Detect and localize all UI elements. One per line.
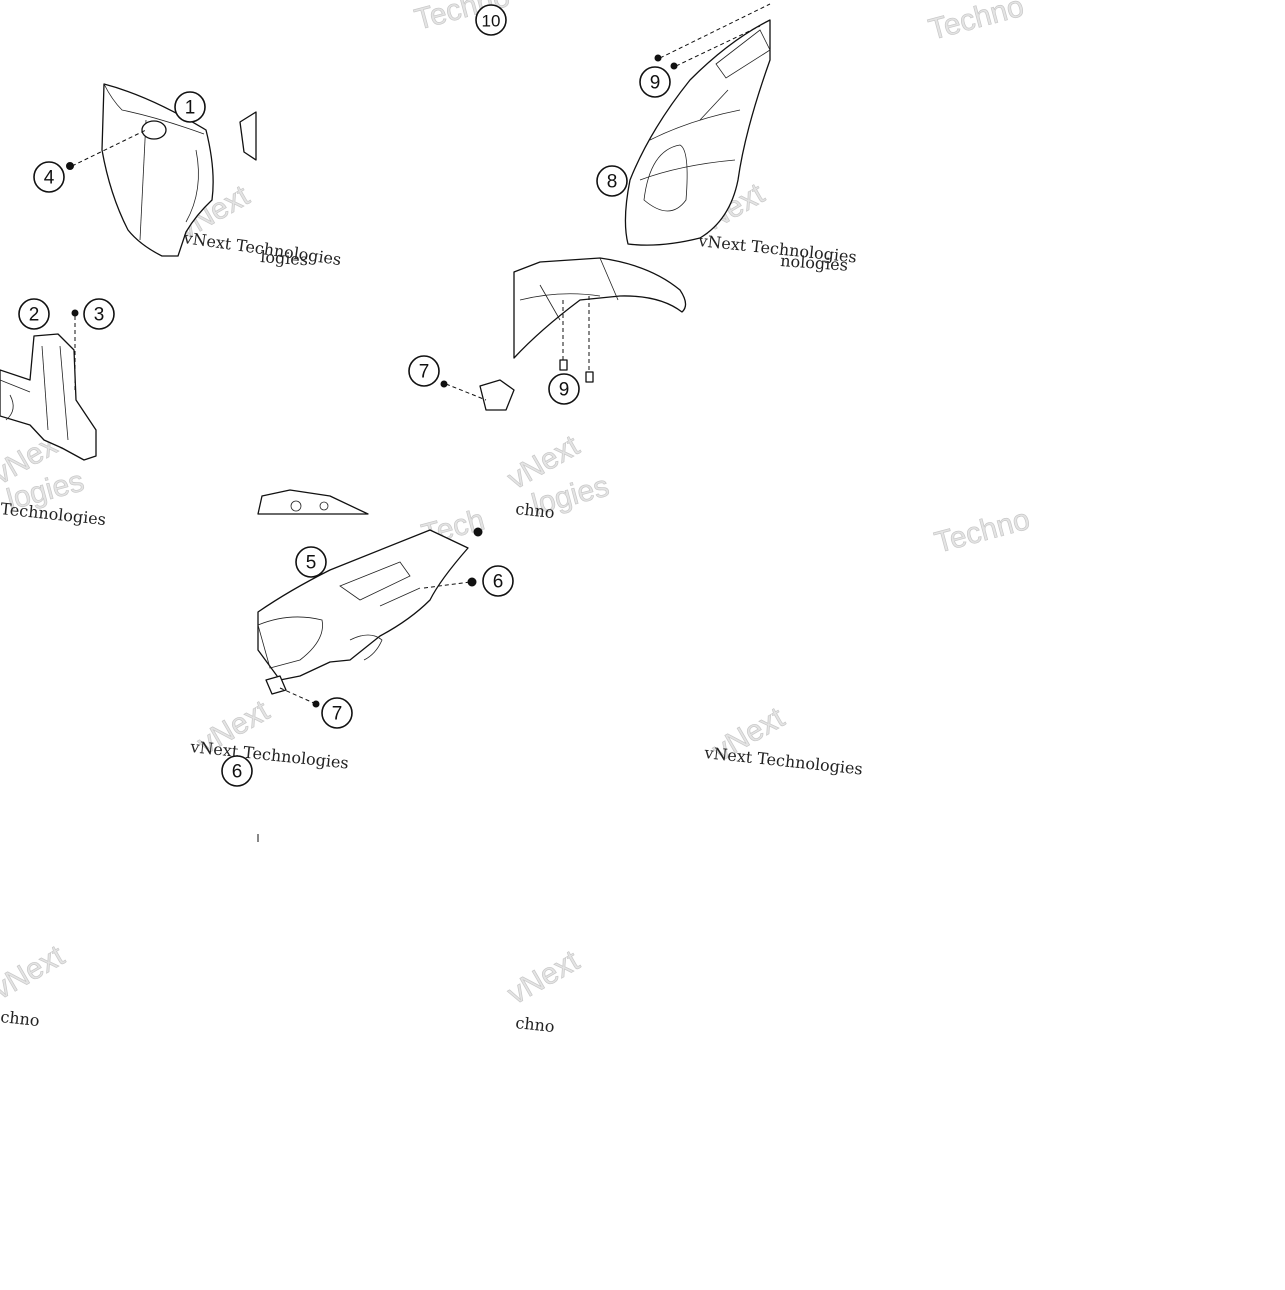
callout-1: 1 — [174, 91, 206, 123]
front-fender-assembly — [440, 257, 687, 411]
svg-text:6: 6 — [232, 762, 243, 783]
rear-seat-section — [257, 529, 469, 681]
number-plate-assembly — [66, 83, 257, 257]
watermark-text: nologies — [780, 251, 849, 275]
watermark-tech: Techno — [931, 503, 1033, 560]
side-cover-assembly — [0, 309, 97, 461]
callout-6: 6 — [482, 565, 514, 597]
svg-text:3: 3 — [94, 305, 105, 326]
callout-7: 7 — [408, 355, 440, 387]
watermark-dark-layer: vNext Technologies logies vNext Technolo… — [0, 228, 864, 1036]
callout-10: 10 — [475, 4, 507, 36]
watermark-text: logies — [260, 247, 309, 269]
watermark-brand: vNext — [0, 939, 70, 1006]
svg-text:10: 10 — [482, 12, 501, 31]
front-fender — [513, 257, 687, 359]
svg-text:2: 2 — [29, 305, 40, 326]
watermark-tech: Techno — [925, 0, 1027, 47]
callout-5: 5 — [295, 546, 327, 578]
svg-text:4: 4 — [44, 168, 55, 189]
svg-text:9: 9 — [650, 73, 661, 94]
callout-layer: 1 2 3 4 5 6 6 7 — [18, 4, 671, 787]
watermark-text: chno — [0, 1007, 41, 1030]
fender-bolt — [585, 371, 594, 383]
rear-fender-assembly — [624, 3, 771, 246]
airbox-top — [257, 489, 369, 515]
callout-7-lower: 7 — [321, 697, 353, 729]
callout-9: 9 — [639, 66, 671, 98]
watermark-brand: vNext — [502, 944, 585, 1011]
callout-8: 8 — [596, 165, 628, 197]
rear-fender — [624, 19, 771, 246]
watermark-text: vNext Technologies — [703, 743, 864, 779]
plate-mount-hole — [141, 120, 167, 140]
fork-guard-edge — [239, 111, 257, 161]
fender-bolt — [559, 359, 568, 371]
callout-9-lower: 9 — [548, 373, 580, 405]
callout-3: 3 — [83, 298, 115, 330]
airbox-top-fragment — [257, 489, 369, 515]
svg-text:7: 7 — [419, 362, 430, 383]
watermark-text: Technologies — [0, 499, 107, 529]
rear-seat-section-assembly — [257, 527, 483, 708]
svg-text:5: 5 — [306, 553, 317, 574]
side-cover — [0, 333, 97, 461]
seat-bracket — [265, 675, 287, 695]
fender-bracket — [479, 379, 515, 411]
watermark-text: chno — [515, 499, 556, 522]
callout-4: 4 — [33, 161, 65, 193]
svg-text:1: 1 — [185, 98, 196, 119]
watermark-text: chno — [515, 1013, 556, 1036]
svg-text:6: 6 — [493, 572, 504, 593]
svg-text:9: 9 — [559, 380, 570, 401]
watermark-text: vNext Technologies — [189, 737, 350, 773]
svg-text:7: 7 — [332, 704, 343, 725]
svg-text:8: 8 — [607, 172, 618, 193]
callout-6-partial: 6 — [221, 755, 253, 787]
callout-2: 2 — [18, 298, 50, 330]
